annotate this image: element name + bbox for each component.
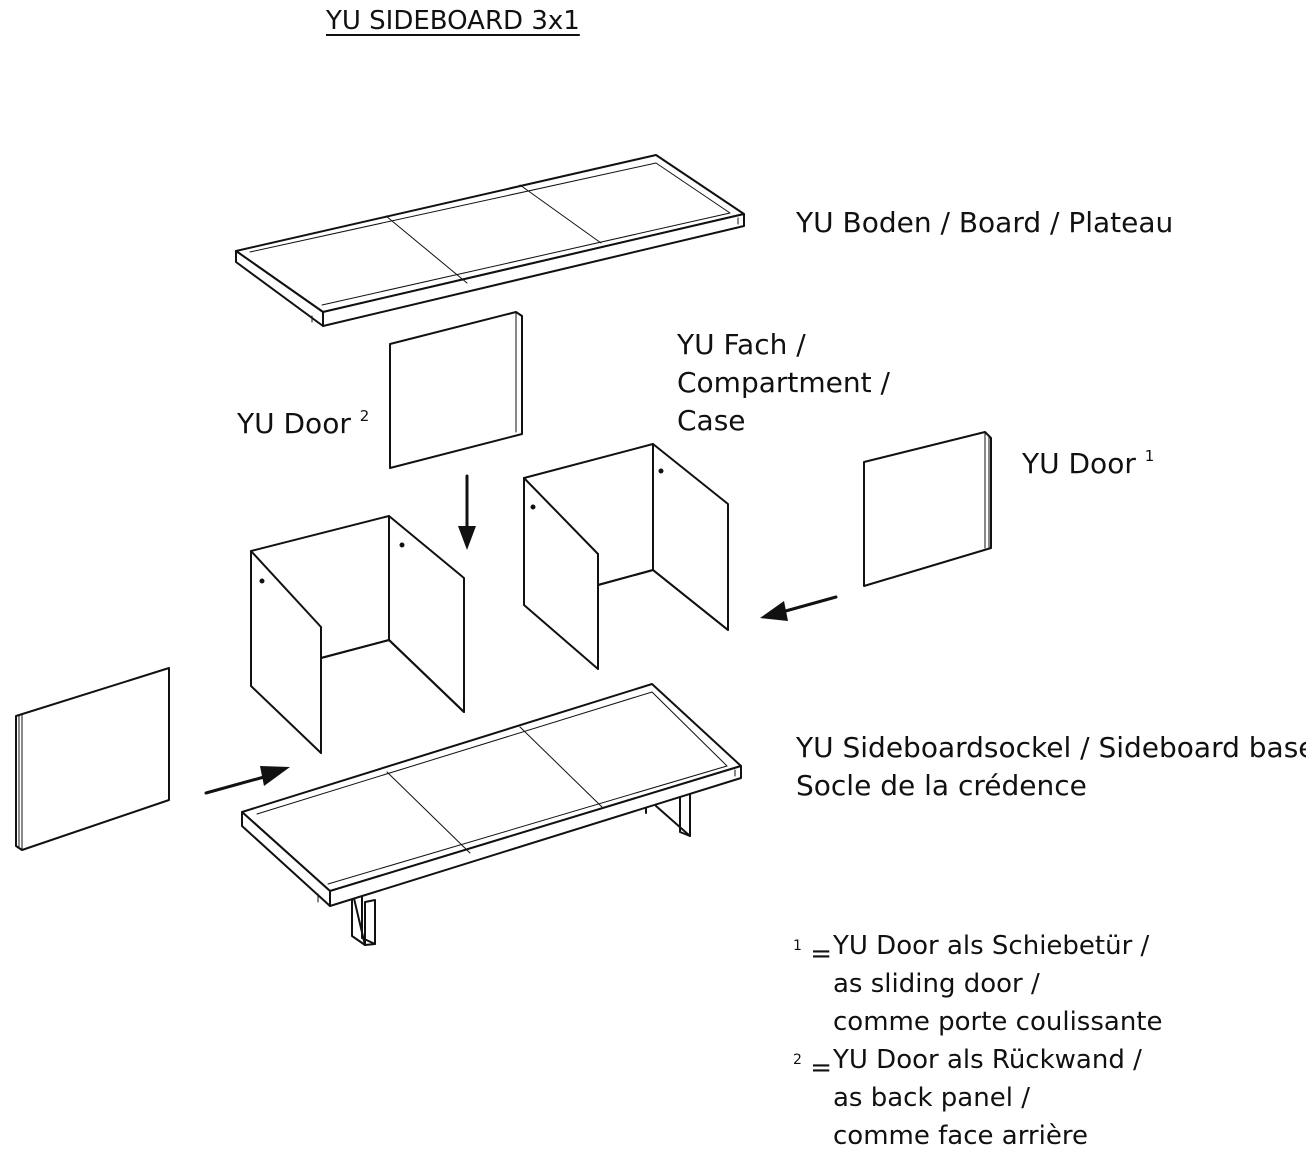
label-compartment-line3: Case (677, 404, 746, 437)
label-compartment-line1: YU Fach / (677, 328, 806, 361)
footnote-1-line3: comme porte coulissante (833, 1007, 1163, 1037)
top-board (235, 154, 745, 327)
compartment-left (250, 515, 465, 754)
footnote-2-line3: comme face arrière (833, 1121, 1088, 1151)
door-panel-sliding-right (863, 431, 992, 587)
label-door-sliding: YU Door 1 (1022, 437, 1154, 483)
footnote-2-marker: 2 = (793, 1041, 832, 1087)
label-door-back-text: YU Door (237, 407, 351, 440)
door-panel-sliding-left (15, 667, 170, 851)
label-compartment-line2: Compartment / (677, 366, 890, 399)
label-base-line1: YU Sideboardsockel / Sideboard base / (796, 731, 1306, 764)
footnote-2-number: 2 (793, 1052, 802, 1068)
arrow-down-icon (458, 474, 476, 550)
footnote-1-line1: YU Door als Schiebetür / (833, 931, 1150, 961)
label-base-line2: Socle de la crédence (796, 769, 1087, 802)
footnote-marker-1: 1 (1144, 447, 1155, 465)
sideboard-base (241, 683, 742, 946)
footnote-2-equals: = (810, 1053, 832, 1083)
diagram-title: YU SIDEBOARD 3x1 (326, 6, 580, 36)
footnote-1-marker: 1 = (793, 927, 832, 973)
label-top-board: YU Boden / Board / Plateau (796, 206, 1174, 239)
label-door-back: YU Door 2 (237, 397, 369, 443)
footnote-marker-2: 2 (359, 407, 370, 425)
footnote-1-number: 1 (793, 938, 802, 954)
footnote-2-line2: as back panel / (833, 1083, 1030, 1113)
arrow-left-icon (760, 595, 838, 621)
door-panel-back (389, 311, 523, 469)
footnote-2-line1: YU Door als Rückwand / (833, 1045, 1142, 1075)
arrow-right-icon (204, 766, 290, 795)
footnote-1-equals: = (810, 939, 832, 969)
compartment-right (523, 443, 729, 670)
label-door-sliding-text: YU Door (1022, 447, 1136, 480)
footnote-1-line2: as sliding door / (833, 969, 1040, 999)
